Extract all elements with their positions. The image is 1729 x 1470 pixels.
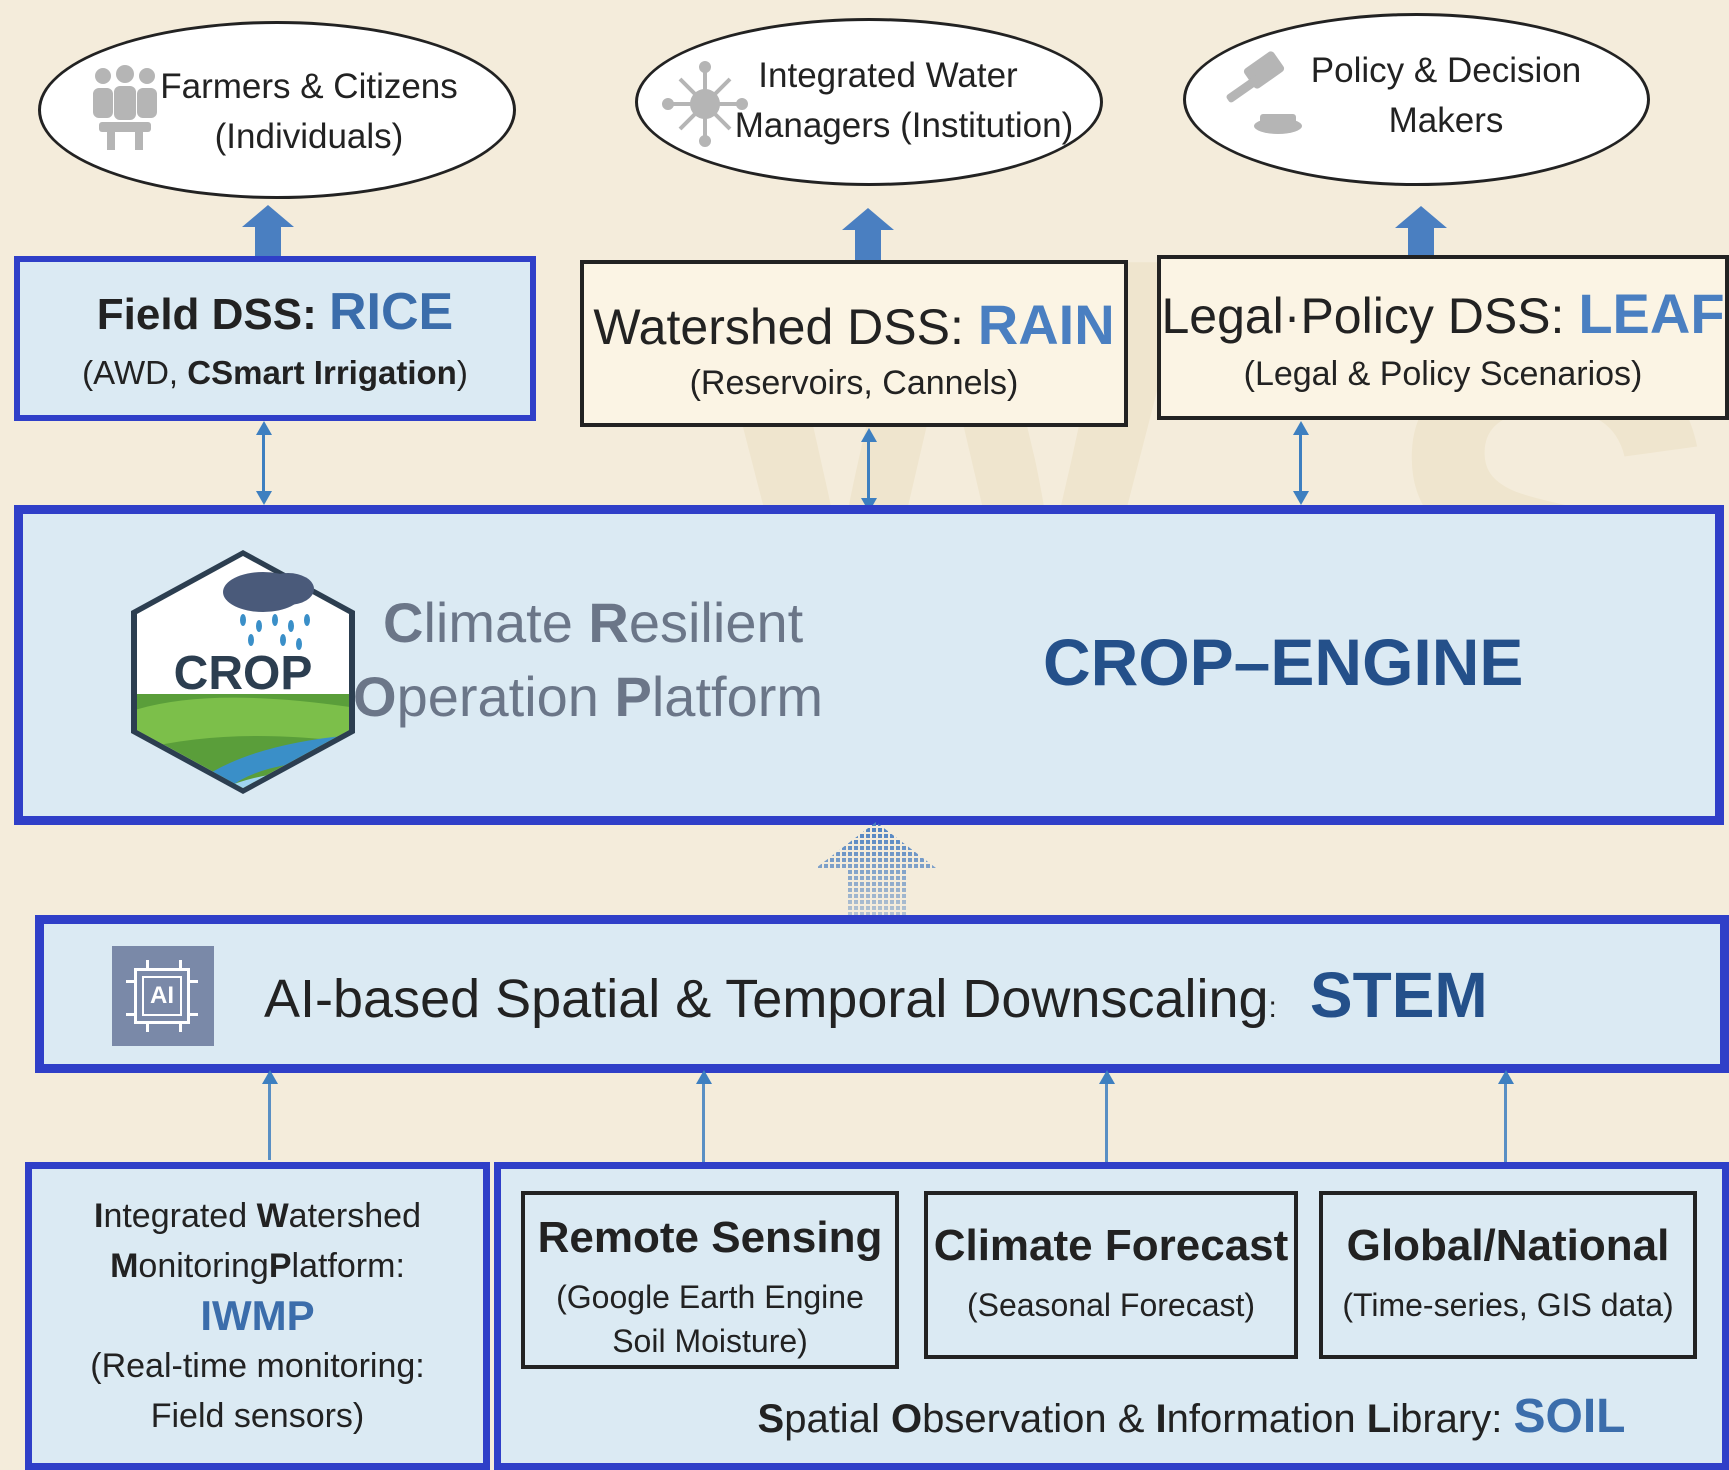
arrow-leaf-to-policy (1393, 206, 1449, 258)
leaf-name: LEAF (1578, 282, 1725, 345)
climate-forecast-box: Climate Forecast (Seasonal Forecast) (924, 1191, 1298, 1359)
soil-lg: L (1366, 1397, 1392, 1441)
gavel-icon (1226, 51, 1302, 134)
field-dss-rice-box: Field DSS: RICE (AWD, CSmart Irrigation) (14, 256, 536, 421)
soil-lc: O (890, 1397, 923, 1441)
rice-prefix: Field DSS: (96, 290, 329, 339)
rice-sub-b: CSmart Irrigation (187, 354, 457, 391)
ai-chip-label: AI (142, 976, 182, 1016)
arrow-climate-forecast-to-stem (1099, 1070, 1115, 1162)
arrow-iwmp-to-stem (262, 1070, 278, 1160)
remote-sensing-sub1: (Google Earth Engine (556, 1279, 864, 1315)
user-ellipse-policy-makers: Policy & Decision Makers (1183, 13, 1650, 186)
remote-sensing-box: Remote Sensing (Google Earth Engine Soil… (521, 1191, 899, 1369)
soil-lf: nformation (1166, 1397, 1367, 1441)
watershed-dss-rain-box: Watershed DSS: RAIN (Reservoirs, Cannels… (580, 260, 1128, 427)
letter-r: R (588, 591, 629, 654)
climate-forecast-sub1: (Seasonal Forecast) (966, 1287, 1256, 1323)
word-esilient: esilient (628, 591, 804, 654)
crop-full-name: Climate Resilient Operation Platform (353, 586, 873, 734)
link-rain-crop (861, 428, 877, 512)
soil-la: S (757, 1397, 785, 1441)
leaf-title: Legal·Policy DSS: LEAF (1161, 281, 1725, 346)
soil-ld: bservation & (922, 1397, 1156, 1441)
crop-full-name-line2: Operation Platform (353, 660, 873, 734)
word-limate: limate (423, 591, 589, 654)
rice-sub-c: ) (456, 354, 468, 391)
word-peration: peration (396, 665, 615, 728)
farmers-line1: Farmers & Citizens (160, 67, 458, 106)
stem-title: AI-based Spatial & Temporal Downscaling:… (264, 958, 1564, 1032)
arrow-rice-to-farmers (240, 205, 296, 257)
remote-sensing-sub2: Soil Moisture) (612, 1323, 808, 1359)
iwmp-l2a: M (110, 1247, 139, 1285)
rice-subtitle: (AWD, CSmart Irrigation) (20, 354, 530, 392)
stem-label: AI-based Spatial & Temporal Downscaling (264, 969, 1269, 1029)
global-national-sub1: (Time-series, GIS data) (1342, 1287, 1674, 1323)
iwmp-l2c: P (268, 1247, 292, 1285)
leaf-subtitle: (Legal & Policy Scenarios) (1243, 355, 1643, 393)
iwmp-l1c: W (256, 1197, 289, 1235)
water-managers-line1: Integrated Water (758, 56, 1018, 95)
people-icon (93, 65, 157, 150)
arrow-remote-sensing-to-stem (696, 1070, 712, 1162)
climate-forecast-title: Climate Forecast (933, 1221, 1289, 1270)
crop-full-name-line1: Climate Resilient (353, 586, 873, 660)
soil-lh: ibrary: (1391, 1397, 1514, 1441)
soil-name: SOIL (1513, 1390, 1626, 1443)
soil-panel: Remote Sensing (Google Earth Engine Soil… (494, 1162, 1729, 1470)
soil-le: I (1155, 1397, 1167, 1441)
legal-policy-dss-leaf-box: Legal·Policy DSS: LEAF (Legal & Policy S… (1157, 255, 1729, 420)
arrow-global-national-to-stem (1498, 1070, 1514, 1162)
iwmp-text: Integrated Watershed MonitoringPlatform:… (32, 1191, 483, 1441)
stem-colon: : (1268, 991, 1277, 1024)
rice-sub-a: (AWD, (82, 354, 188, 391)
iwmp-l1d: atershed (288, 1197, 421, 1235)
crop-logo-text: CROP (174, 647, 313, 700)
ai-chip-icon: AI (112, 946, 214, 1046)
network-icon (662, 61, 748, 147)
global-national-title: Global/National (1346, 1221, 1670, 1270)
link-leaf-crop (1293, 421, 1309, 505)
iwmp-name: IWMP (200, 1292, 315, 1339)
policy-makers-line1: Policy & Decision (1310, 51, 1582, 90)
iwmp-line4: (Real-time monitoring: (90, 1347, 425, 1385)
stem-panel: AI AI-based Spatial & Temporal Downscali… (35, 915, 1729, 1073)
word-latform: latform (651, 665, 824, 728)
letter-o: O (353, 665, 397, 728)
letter-c: C (383, 591, 424, 654)
iwmp-line5: Field sensors) (150, 1397, 365, 1435)
iwmp-panel: Integrated Watershed MonitoringPlatform:… (25, 1162, 490, 1470)
rain-name: RAIN (977, 293, 1115, 356)
iwmp-line2: MonitoringPlatform: (32, 1241, 483, 1291)
crop-engine-title: CROP–ENGINE (1043, 625, 1524, 699)
soil-title: Spatial Observation & Information Librar… (501, 1389, 1722, 1444)
stem-name: STEM (1309, 959, 1488, 1031)
rain-subtitle: (Reservoirs, Cannels) (689, 364, 1019, 402)
policy-makers-line2: Makers (1388, 101, 1504, 140)
iwmp-l1b: ntegrated (103, 1197, 257, 1235)
crop-logo: CROP (131, 550, 355, 794)
arrow-rain-to-managers (840, 208, 896, 260)
farmers-line2: (Individuals) (214, 117, 404, 156)
iwmp-l2b: onitoring (138, 1247, 269, 1285)
iwmp-l1a: I (94, 1197, 104, 1235)
rice-name: RICE (329, 283, 454, 341)
rain-title: Watershed DSS: RAIN (584, 292, 1124, 357)
remote-sensing-title: Remote Sensing (537, 1213, 883, 1262)
letter-p: P (614, 665, 652, 728)
link-rice-crop (256, 421, 272, 505)
water-managers-line2: Managers (Institution) (734, 106, 1074, 145)
global-national-box: Global/National (Time-series, GIS data) (1319, 1191, 1697, 1359)
iwmp-line1: Integrated Watershed (32, 1191, 483, 1241)
rice-title: Field DSS: RICE (20, 282, 530, 342)
soil-lb: patial (784, 1397, 891, 1441)
user-ellipse-farmers: Farmers & Citizens (Individuals) (38, 21, 516, 199)
user-ellipse-water-managers: Integrated Water Managers (Institution) (635, 18, 1103, 186)
dotted-arrow-stem-to-crop (816, 822, 936, 918)
crop-engine-panel: CROP Climate Resilient Operation Platfor… (14, 505, 1724, 825)
leaf-prefix: Legal·Policy DSS: (1161, 288, 1579, 344)
iwmp-l2d: latform: (291, 1247, 405, 1285)
rain-prefix: Watershed DSS: (593, 299, 978, 355)
